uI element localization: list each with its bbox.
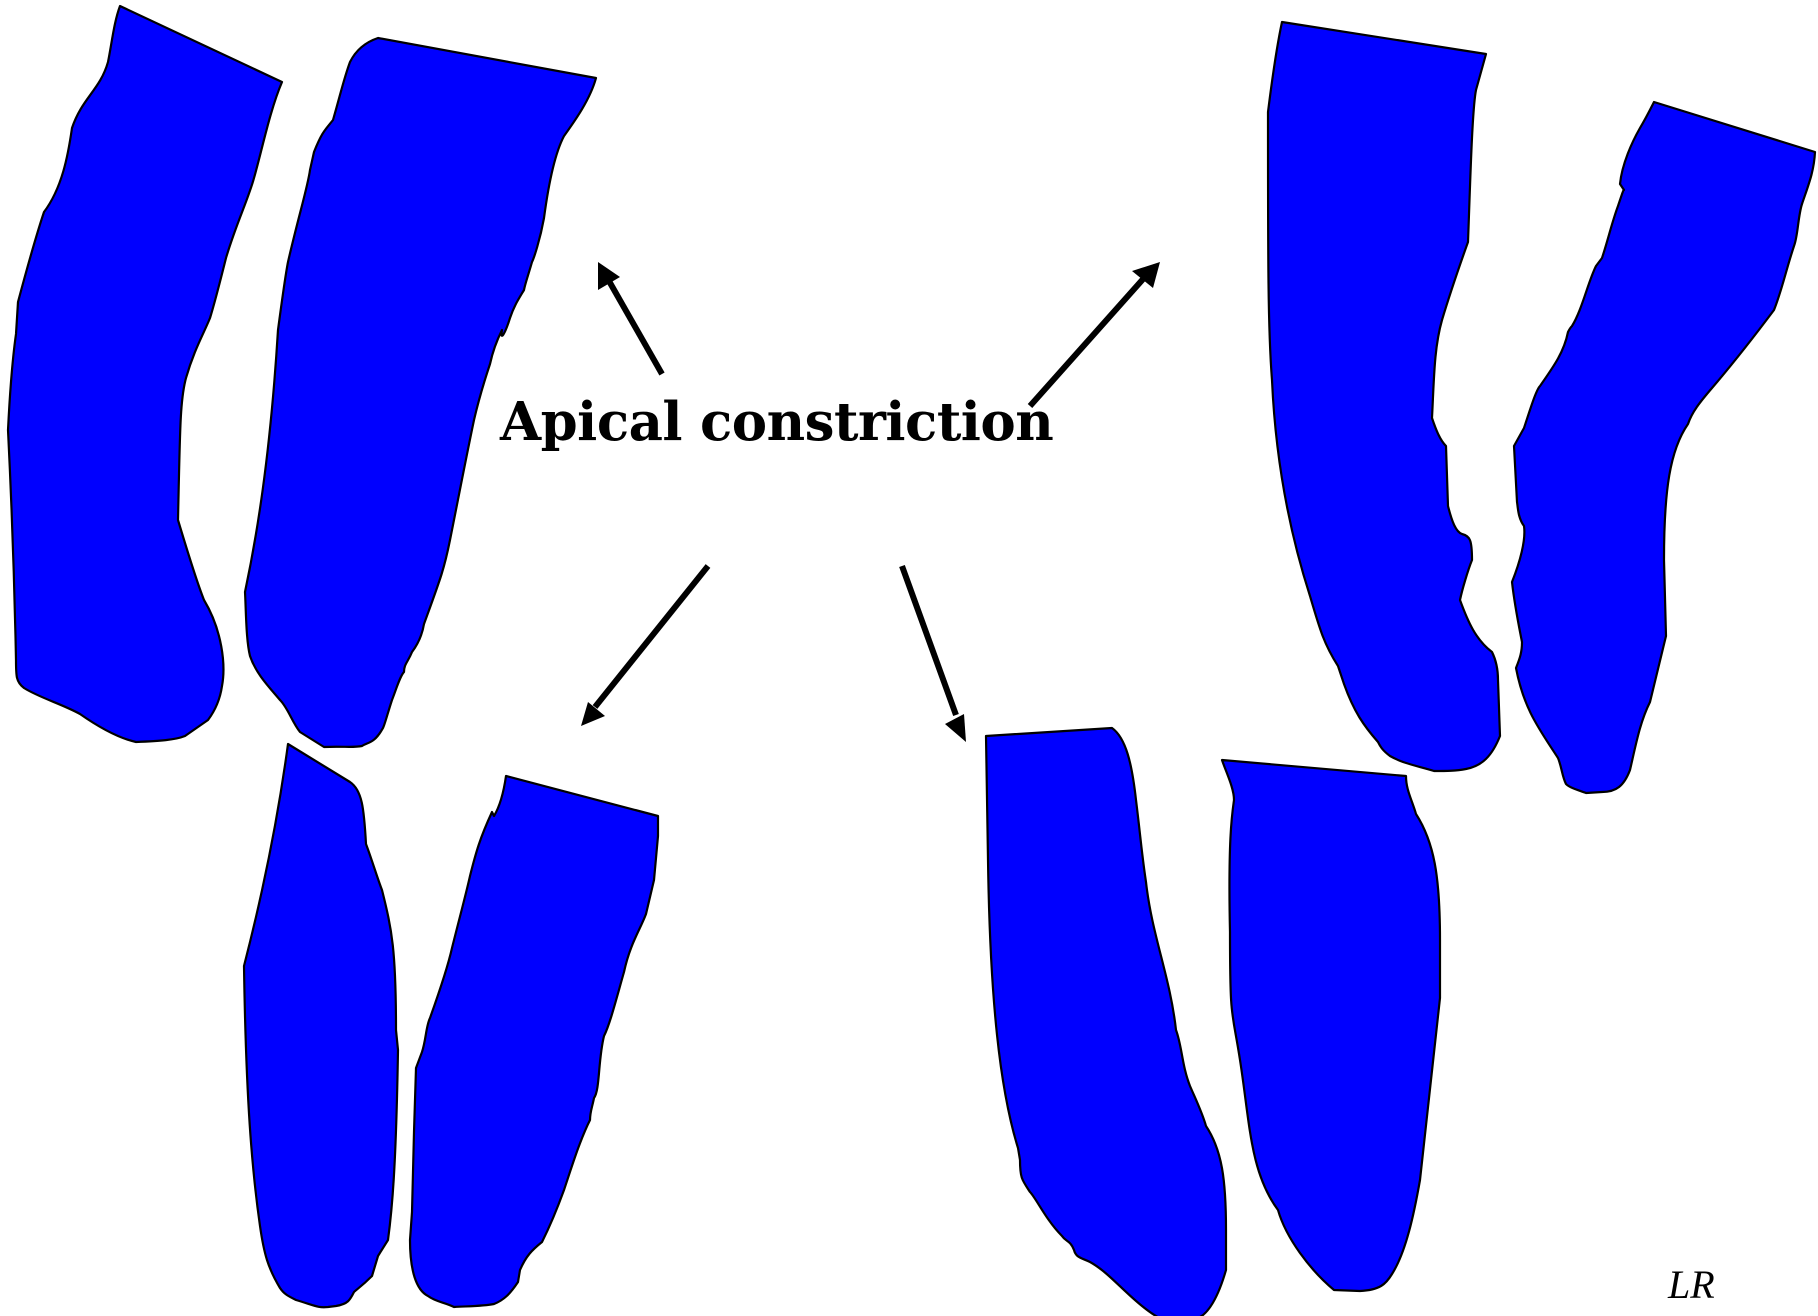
arrow-shaft-bottom-right xyxy=(902,566,956,715)
arrow-shaft-bottom-left xyxy=(595,566,708,707)
cell-top-right-1 xyxy=(1268,22,1500,771)
arrow-to-bottom-left xyxy=(581,566,708,726)
cell-pair-top-left xyxy=(8,6,596,747)
arrow-to-bottom-right xyxy=(902,566,966,742)
cell-bottom-left-1 xyxy=(244,744,398,1307)
diagram-title: Apical constriction xyxy=(500,388,1040,456)
arrow-to-top-right xyxy=(1030,262,1160,406)
cell-bottom-right-1 xyxy=(986,728,1226,1316)
cell-pair-bottom-right xyxy=(986,728,1440,1316)
arrow-shaft-top-right xyxy=(1030,278,1144,406)
cell-bottom-right-2 xyxy=(1222,760,1440,1291)
cell-pair-bottom-left xyxy=(244,744,658,1307)
arrow-head-bottom-left xyxy=(581,702,605,726)
arrow-to-top-left xyxy=(598,262,662,374)
cell-pair-top-right xyxy=(1268,22,1815,793)
cell-bottom-left-2 xyxy=(410,776,658,1307)
cell-top-right-2 xyxy=(1512,102,1815,793)
arrow-shaft-top-left xyxy=(609,281,662,374)
arrow-head-bottom-right xyxy=(945,714,966,742)
author-signature: LR xyxy=(1668,1262,1715,1308)
cell-top-left-1 xyxy=(8,6,282,742)
